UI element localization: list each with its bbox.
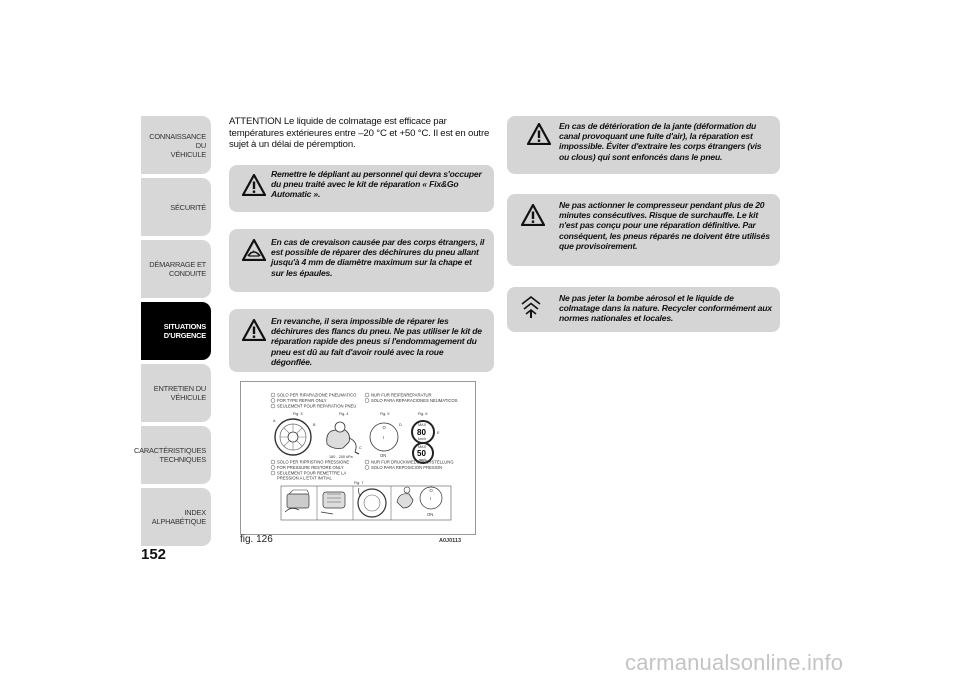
sign-value-50: 50 xyxy=(417,449,426,458)
page-number: 152 xyxy=(141,546,167,563)
tab-caracteristiques[interactable]: CARACTÉRISTIQUES TECHNIQUES xyxy=(134,426,211,484)
warning-text-3: En revanche, il sera impossible de répar… xyxy=(271,316,482,367)
label-list-bottom-left: SOLO PER RIPRISTINO PRESSIONE FOR PRESSU… xyxy=(270,460,349,481)
warning-text-6: Ne pas jeter la bombe aérosol et le liqu… xyxy=(559,293,772,324)
watermark: carmanualsonline.info xyxy=(625,650,844,675)
warning-box-5: Ne pas actionner le compresseur pendant … xyxy=(507,194,780,266)
label-bottom-5: SOLO PARA REPOSICION PRESION xyxy=(371,465,442,470)
fig-label-6: Fig. 6 xyxy=(418,412,428,416)
marker-d: D xyxy=(399,423,402,427)
figure-caption: fig. 126 xyxy=(240,534,273,545)
warning-box-1: Remettre le dépliant au personnel qui de… xyxy=(229,165,494,212)
tab-demarrage[interactable]: DÉMARRAGE ET CONDUITE xyxy=(141,240,211,298)
compressor-illustration: C 180 - 200 kPa xyxy=(326,421,362,459)
marker-c: C xyxy=(359,446,362,450)
switch-label-o: O xyxy=(383,425,387,430)
warning-box-4: En cas de détérioration de la jante (déf… xyxy=(507,116,780,174)
label-top-4: NUR FUR REIFENREPARATUR xyxy=(371,393,432,398)
warning-box-2: En cas de crevaison causée par des corps… xyxy=(229,229,494,292)
switch-illustration: O I ON D xyxy=(369,422,402,458)
tire-warning-icon xyxy=(242,239,266,261)
warning-triangle-icon xyxy=(242,319,266,341)
warning-triangle-icon xyxy=(242,174,266,196)
marker-a: A xyxy=(273,419,276,423)
label-bottom-1: SOLO PER RIPRISTINO PRESSIONE xyxy=(277,460,349,465)
fig7-switch-i: I xyxy=(430,496,431,501)
marker-b: B xyxy=(313,423,316,427)
fig-7-frame xyxy=(280,485,452,521)
label-bottom-3b: PRESSION A L'ETAT INITIAL xyxy=(277,476,332,481)
warning-box-3: En revanche, il sera impossible de répar… xyxy=(229,309,494,372)
switch-label-on: ON xyxy=(380,453,386,458)
label-top-1: SOLO PER RIPARAZIONE PNEUMATICO xyxy=(277,393,357,398)
fig-label-4: Fig. 4 xyxy=(339,412,349,416)
tab-connaissance[interactable]: CONNAISSANCE DU VÉHICULE xyxy=(141,116,211,174)
figure-repair-kit-label: SOLO PER RIPARAZIONE PNEUMATICO FOR TYPE… xyxy=(240,381,476,535)
switch-label-i: I xyxy=(383,435,384,440)
warning-text-1: Remettre le dépliant au personnel qui de… xyxy=(271,169,482,200)
warning-triangle-icon xyxy=(527,123,551,145)
tab-situations-urgence[interactable]: SITUATIONS D'URGENCE xyxy=(141,302,211,360)
fig-label-3: Fig. 3 xyxy=(293,412,303,416)
fig7-switch-on: ON xyxy=(427,512,433,517)
label-bottom-3: SEULEMENT POUR REMETTRE LA xyxy=(277,471,346,476)
warning-box-6: Ne pas jeter la bombe aérosol et le liqu… xyxy=(507,287,780,332)
tab-index[interactable]: INDEX ALPHABÉTIQUE xyxy=(141,488,211,546)
figure-code: A0J0113 xyxy=(439,538,462,544)
sign-max-1: MAX xyxy=(418,423,427,427)
fig-7-case xyxy=(284,489,310,513)
label-list-top-right: NUR FUR REIFENREPARATUR SOLO PARA REPARA… xyxy=(364,393,458,403)
label-bottom-4: NUR FUR DRUCKWIEDERHERSTELLUNG xyxy=(371,460,454,465)
fig-label-5: Fig. 5 xyxy=(380,412,390,416)
warning-triangle-icon xyxy=(521,204,545,226)
label-list-top-left: SOLO PER RIPARAZIONE PNEUMATICO FOR TYPE… xyxy=(270,393,357,409)
fig-label-7: Fig. 7 xyxy=(354,481,364,485)
fig-7-switch: O I ON xyxy=(419,486,443,517)
warning-text-4: En cas de détérioration de la jante (déf… xyxy=(559,121,762,162)
label-bottom-2: FOR PRESSURE RESTORE ONLY xyxy=(277,465,344,470)
sign-value-80: 80 xyxy=(417,428,426,437)
sign-max-2: MAX xyxy=(418,445,427,449)
label-list-bottom-right: NUR FUR DRUCKWIEDERHERSTELLUNG SOLO PARA… xyxy=(364,460,454,470)
fig7-switch-o: O xyxy=(430,488,434,493)
pressure-label: 180 - 200 kPa xyxy=(329,455,354,459)
fig-7-valve xyxy=(396,486,414,509)
repair-kit-illustration: SOLO PER RIPARAZIONE PNEUMATICO FOR TYPE… xyxy=(270,393,458,521)
tire-illustration: A B xyxy=(273,418,316,456)
label-top-2: FOR TYPE REPAIR ONLY xyxy=(277,398,327,403)
warning-text-5: Ne pas actionner le compresseur pendant … xyxy=(559,200,770,251)
intro-paragraph: ATTENTION Le liquide de colmatage est ef… xyxy=(229,116,490,150)
fig-7-tire xyxy=(357,487,387,518)
environment-icon xyxy=(521,295,541,318)
sign-unit-mph: mph xyxy=(419,458,426,462)
tab-securite[interactable]: SÉCURITÉ xyxy=(141,178,211,236)
marker-e: E xyxy=(437,431,440,435)
tab-entretien[interactable]: ENTRETIEN DU VÉHICULE xyxy=(141,364,211,422)
sign-unit-kmh: km/h xyxy=(418,437,426,441)
label-top-3: SEULEMENT POUR REPARATION PNEU xyxy=(277,404,356,409)
label-top-5: SOLO PARA REPARACIONES NEUMATICOS xyxy=(371,398,458,403)
warning-text-2: En cas de crevaison causée par des corps… xyxy=(271,237,485,278)
fig-7-compressor xyxy=(320,491,346,515)
speed-sign-illustration: MAX 80 km/h MAX 50 mph E xyxy=(411,420,440,464)
